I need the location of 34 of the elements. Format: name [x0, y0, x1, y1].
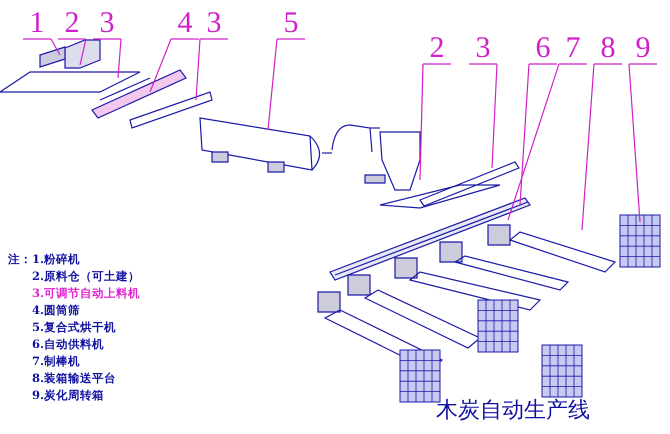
callout-number: 4 — [174, 8, 196, 38]
diagram-title: 木炭自动生产线 — [436, 397, 590, 425]
leader-line — [628, 63, 658, 223]
callout-number: 1 — [26, 8, 48, 38]
callout-number: 3 — [96, 8, 118, 38]
leader-line — [22, 38, 61, 56]
callout-number: 9 — [632, 33, 654, 63]
leader-line — [507, 63, 588, 221]
callout-number: 5 — [280, 8, 302, 38]
leader-line — [468, 63, 498, 169]
callout-number: 2 — [61, 8, 83, 38]
key-entry: 4.圆筒筛 — [32, 303, 80, 318]
callout-number: 3 — [472, 33, 494, 63]
key-entry: 注：1.粉碎机 — [8, 252, 80, 267]
leader-line — [519, 63, 558, 206]
callout-number: 3 — [203, 8, 225, 38]
key-entry: 5.复合式烘干机 — [32, 320, 116, 335]
callout-number: 7 — [562, 33, 584, 63]
key-entry: 7.制棒机 — [32, 354, 80, 369]
key-entry: 8.装箱输送平台 — [32, 371, 116, 386]
leader-line — [57, 38, 87, 66]
key-entry: 6.自动供料机 — [32, 337, 104, 352]
leader-line — [92, 38, 122, 79]
callout-number: 8 — [597, 33, 619, 63]
leader-line — [419, 63, 452, 181]
key-entry: 9.炭化周转箱 — [32, 388, 104, 403]
key-entry: 3.可调节自动上料机 — [32, 286, 140, 301]
callout-number: 6 — [532, 33, 554, 63]
leader-line — [581, 63, 623, 231]
callout-number: 2 — [426, 33, 448, 63]
leader-line — [195, 38, 229, 101]
leader-line — [267, 38, 306, 131]
leader-line — [149, 38, 200, 93]
key-entry: 2.原料仓（可土建） — [32, 269, 140, 284]
